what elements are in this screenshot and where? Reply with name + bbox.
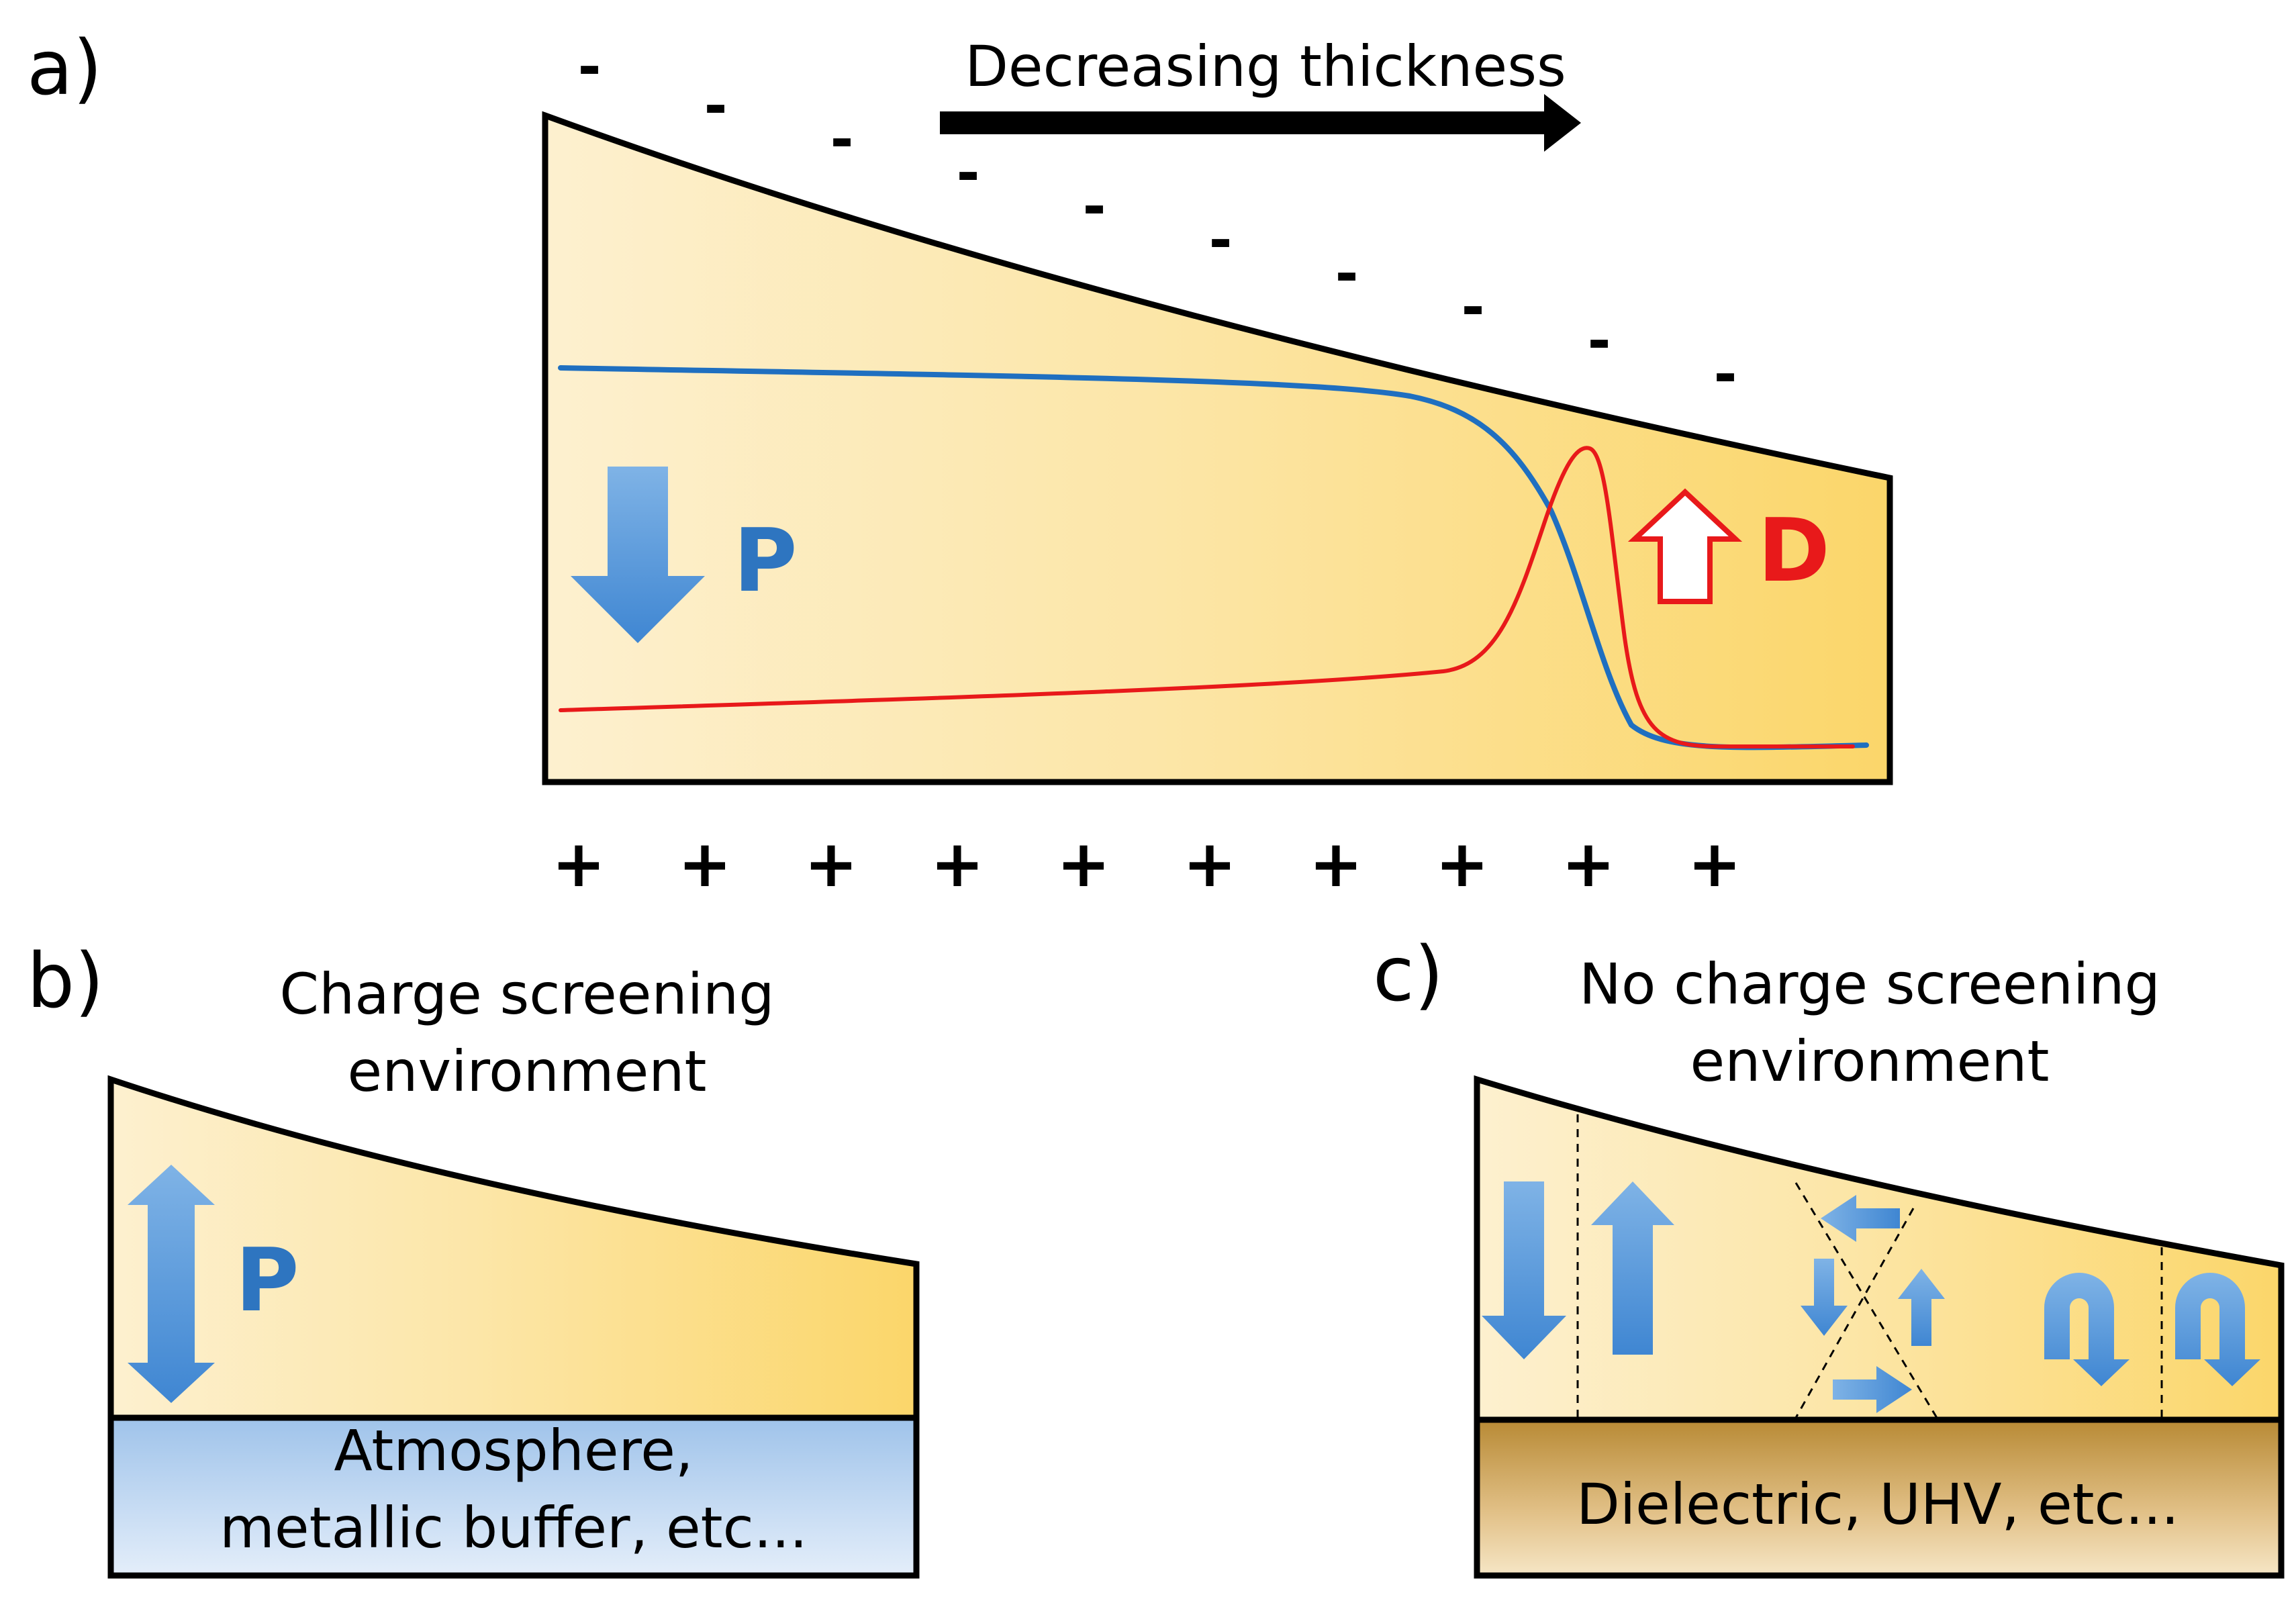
bottom-charges: + + + + + + + + + + bbox=[552, 826, 1741, 902]
domain-walls bbox=[1576, 1114, 2163, 1418]
depolarization-up-arrow bbox=[1627, 488, 1743, 604]
panel-c-film-wedge bbox=[1474, 1075, 2285, 1423]
decreasing-thickness-arrow bbox=[940, 94, 1581, 152]
domain-down-arrow bbox=[1482, 1181, 1566, 1359]
positive-charge: + bbox=[1688, 826, 1741, 902]
panel-b-label: b) bbox=[27, 938, 104, 1025]
panel-b-substrate-line2: metallic buffer, etc... bbox=[220, 1495, 808, 1561]
negative-charge: - bbox=[1462, 274, 1485, 340]
panel-a-label: a) bbox=[27, 25, 102, 112]
flux-closure-left-arrow bbox=[1821, 1195, 1900, 1242]
panel-a-depolarization-symbol: D bbox=[1758, 499, 1830, 601]
domain-up-arrow bbox=[1591, 1181, 1674, 1355]
panel-c-label: c) bbox=[1373, 931, 1443, 1018]
positive-charge: + bbox=[1057, 826, 1110, 902]
positive-charge: + bbox=[1309, 826, 1363, 902]
panel-a: a) Decreasing thickness ---------- +++++… bbox=[27, 25, 1893, 902]
negative-charge: - bbox=[830, 106, 854, 172]
panel-c: c) No charge screening environment Diele… bbox=[1373, 931, 2285, 1579]
panel-b-film-wedge bbox=[107, 1075, 920, 1421]
panel-b-caption-line1: Charge screening bbox=[279, 961, 774, 1027]
panel-b-polarization-symbol: P bbox=[235, 1229, 299, 1331]
polarization-down-arrow bbox=[571, 467, 705, 643]
positive-charge: + bbox=[678, 826, 732, 902]
depolarization-field-curve bbox=[559, 446, 1855, 748]
panel-b-substrate bbox=[107, 1414, 920, 1579]
panel-c-caption-line1: No charge screening bbox=[1579, 951, 2160, 1017]
negative-charge: - bbox=[957, 140, 980, 205]
positive-charge: + bbox=[1183, 826, 1237, 902]
panel-b: b) Charge screening environment Atmosphe… bbox=[27, 938, 920, 1579]
positive-charge: + bbox=[930, 826, 984, 902]
curl-arrow-right bbox=[2175, 1273, 2260, 1386]
panel-c-caption-line2: environment bbox=[1690, 1028, 2050, 1094]
panel-a-polarization-symbol: P bbox=[733, 510, 797, 612]
positive-charge: + bbox=[804, 826, 858, 902]
positive-charge: + bbox=[1435, 826, 1489, 902]
panel-a-film-wedge bbox=[542, 111, 1893, 785]
decreasing-thickness-label: Decreasing thickness bbox=[965, 34, 1566, 99]
curl-arrow-left bbox=[2044, 1273, 2130, 1386]
flux-closure-down-arrow bbox=[1801, 1259, 1848, 1336]
negative-charge: - bbox=[1335, 240, 1359, 306]
negative-charge: - bbox=[704, 72, 728, 138]
top-charges: - - - - - - - - - - bbox=[578, 34, 1737, 407]
flux-closure-right-arrow bbox=[1833, 1366, 1912, 1413]
panel-b-substrate-line1: Atmosphere, bbox=[334, 1418, 693, 1484]
polarization-double-arrow bbox=[128, 1165, 215, 1403]
panel-c-substrate-label: Dielectric, UHV, etc... bbox=[1576, 1471, 2179, 1537]
negative-charge: - bbox=[1083, 173, 1106, 239]
flux-closure-up-arrow bbox=[1898, 1269, 1945, 1346]
panel-c-substrate bbox=[1474, 1416, 2285, 1579]
negative-charge: - bbox=[1714, 341, 1737, 407]
positive-charge: + bbox=[1562, 826, 1615, 902]
positive-charge: + bbox=[552, 826, 606, 902]
negative-charge: - bbox=[1588, 307, 1611, 373]
negative-charge: - bbox=[1209, 207, 1233, 273]
negative-charge: - bbox=[578, 34, 602, 99]
panel-b-caption-line2: environment bbox=[348, 1038, 707, 1104]
polarization-profile-curve bbox=[558, 365, 1869, 750]
